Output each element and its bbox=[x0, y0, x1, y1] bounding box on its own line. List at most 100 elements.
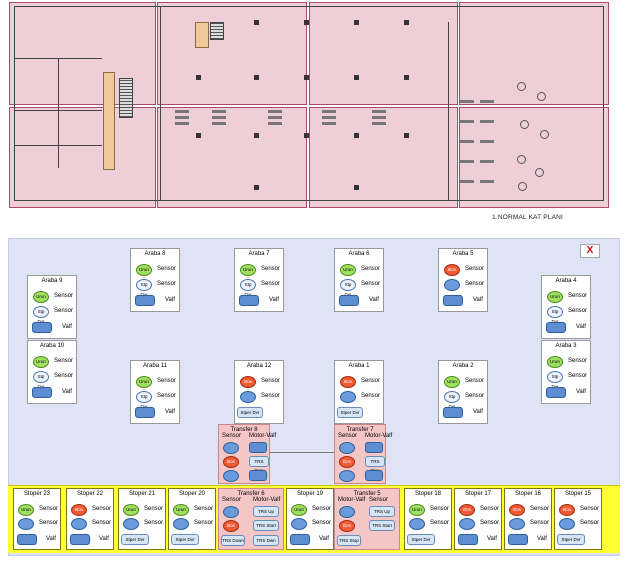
empty-status-button[interactable]: Bos bbox=[223, 520, 239, 532]
product-status-button[interactable]: Urun bbox=[240, 264, 256, 276]
valve-button[interactable] bbox=[17, 534, 37, 545]
stopper-driver-button[interactable]: Stp Dvr bbox=[136, 391, 152, 409]
product-status-button[interactable]: Bos bbox=[71, 504, 87, 516]
sensor-button[interactable] bbox=[339, 470, 355, 482]
motor-valve-button[interactable] bbox=[249, 470, 267, 481]
sensor-label: Sensor bbox=[54, 308, 74, 314]
product-status-button[interactable]: Bos bbox=[240, 376, 256, 388]
stopper-driver-button[interactable] bbox=[240, 391, 256, 403]
stoper-title: Stoper 15 bbox=[564, 491, 592, 497]
stopper-driver-button[interactable]: Stp Dvr bbox=[136, 279, 152, 297]
plan-desk bbox=[480, 160, 494, 163]
stopper-driver-button[interactable] bbox=[444, 279, 460, 291]
product-status-button[interactable]: Urun bbox=[547, 291, 563, 303]
trs-up-button[interactable]: TRS Up bbox=[253, 506, 279, 517]
stopper-driver-button[interactable]: Stp Dvr bbox=[33, 371, 49, 389]
product-status-button[interactable]: Bos bbox=[459, 504, 475, 516]
plan-desk bbox=[372, 110, 386, 113]
sensor-button[interactable] bbox=[509, 518, 525, 530]
product-status-button[interactable]: Bos bbox=[559, 504, 575, 516]
motor-valve-button[interactable] bbox=[365, 442, 383, 453]
sensor-button[interactable] bbox=[18, 518, 34, 530]
valve-button[interactable] bbox=[32, 387, 52, 398]
empty-status-button[interactable]: Bos bbox=[223, 456, 239, 468]
stopper-driver-valve[interactable]: Stper Dvr bbox=[237, 407, 263, 418]
valve-button[interactable] bbox=[458, 534, 478, 545]
valve-button[interactable] bbox=[339, 295, 359, 306]
product-status-button[interactable]: Bos bbox=[509, 504, 525, 516]
close-button[interactable]: X bbox=[580, 244, 600, 258]
trs-up-button[interactable]: TRS Up bbox=[369, 506, 395, 517]
sensor-button[interactable] bbox=[291, 518, 307, 530]
valve-button[interactable] bbox=[239, 295, 259, 306]
sensor-button[interactable] bbox=[339, 442, 355, 454]
sensor-button[interactable] bbox=[339, 506, 355, 518]
product-status-button[interactable]: Bos bbox=[340, 376, 356, 388]
stopper-driver-button[interactable]: Stp Dvr bbox=[33, 306, 49, 324]
product-status-button[interactable]: Urun bbox=[173, 504, 189, 516]
product-status-button[interactable]: Urun bbox=[291, 504, 307, 516]
sensor-button[interactable] bbox=[123, 518, 139, 530]
trs-stop-button[interactable]: TRS Stop bbox=[365, 456, 385, 473]
product-status-button[interactable]: Urun bbox=[33, 356, 49, 368]
sensor-button[interactable] bbox=[223, 442, 239, 454]
stopper-driver-valve[interactable]: Stper Dvr bbox=[557, 534, 585, 545]
valve-button[interactable] bbox=[70, 534, 90, 545]
sensor-button[interactable] bbox=[223, 506, 239, 518]
product-status-button[interactable]: Bos bbox=[444, 264, 460, 276]
valve-button[interactable] bbox=[290, 534, 310, 545]
sensor-button[interactable] bbox=[173, 518, 189, 530]
valve-button[interactable] bbox=[546, 387, 566, 398]
valve-button[interactable] bbox=[546, 322, 566, 333]
motor-valve-button[interactable] bbox=[249, 442, 267, 453]
trs-down-button[interactable]: TRS Down bbox=[221, 535, 245, 546]
product-status-button[interactable]: Urun bbox=[340, 264, 356, 276]
stopper-driver-button[interactable]: Stp Dvr bbox=[240, 279, 256, 297]
sensor-button[interactable] bbox=[71, 518, 87, 530]
trs-dwn-button[interactable]: TRS Dwn bbox=[253, 535, 279, 546]
trs-start-button[interactable]: TRS Start bbox=[369, 520, 395, 531]
product-status-button[interactable]: Urun bbox=[136, 264, 152, 276]
stopper-driver-button[interactable]: Stp Dvr bbox=[340, 279, 356, 297]
stoper-title: Stoper 18 bbox=[414, 491, 442, 497]
car-title: Araba 5 bbox=[452, 251, 474, 257]
valve-button[interactable] bbox=[443, 407, 463, 418]
plan-column bbox=[404, 133, 409, 138]
sensor-button[interactable] bbox=[459, 518, 475, 530]
stopper-driver-valve[interactable]: Stper Dvr bbox=[121, 534, 149, 545]
motor-valve-button[interactable] bbox=[365, 470, 383, 481]
plan-desk bbox=[212, 122, 226, 125]
stopper-driver-valve[interactable]: Stper Dvr bbox=[407, 534, 435, 545]
stopper-driver-valve[interactable]: Stper Dvr bbox=[171, 534, 199, 545]
trs-start-button[interactable]: TRS Start bbox=[253, 520, 279, 531]
stopper-driver-button[interactable]: Stp Dvr bbox=[444, 391, 460, 409]
product-status-button[interactable]: Urun bbox=[409, 504, 425, 516]
product-status-button[interactable]: Urun bbox=[444, 376, 460, 388]
plan-desk bbox=[480, 180, 494, 183]
plan-desk bbox=[322, 116, 336, 119]
stopper-driver-valve[interactable]: Stper Dvr bbox=[337, 407, 363, 418]
product-status-button[interactable]: Urun bbox=[33, 291, 49, 303]
trs-down-button[interactable]: TRS Stop bbox=[337, 535, 361, 546]
valve-button[interactable] bbox=[32, 322, 52, 333]
product-status-button[interactable]: Urun bbox=[18, 504, 34, 516]
stopper-driver-button[interactable]: Stp Dvr bbox=[547, 306, 563, 324]
stopper-driver-button[interactable]: Stp Dvr bbox=[547, 371, 563, 389]
valve-button[interactable] bbox=[135, 407, 155, 418]
trs-stop-button[interactable]: TRS Stop bbox=[249, 456, 269, 473]
sensor-button[interactable] bbox=[223, 470, 239, 482]
empty-status-button[interactable]: Bos bbox=[339, 456, 355, 468]
valve-button[interactable] bbox=[443, 295, 463, 306]
valve-button[interactable] bbox=[508, 534, 528, 545]
sensor-label: Sensor bbox=[580, 506, 600, 512]
stoper-title: Stoper 17 bbox=[464, 491, 492, 497]
stopper-driver-button[interactable] bbox=[340, 391, 356, 403]
empty-status-button[interactable]: Bos bbox=[339, 520, 355, 532]
sensor-button[interactable] bbox=[559, 518, 575, 530]
product-status-button[interactable]: Urun bbox=[123, 504, 139, 516]
valve-button[interactable] bbox=[135, 295, 155, 306]
product-status-button[interactable]: Urun bbox=[547, 356, 563, 368]
sensor-button[interactable] bbox=[409, 518, 425, 530]
product-status-button[interactable]: Urun bbox=[136, 376, 152, 388]
